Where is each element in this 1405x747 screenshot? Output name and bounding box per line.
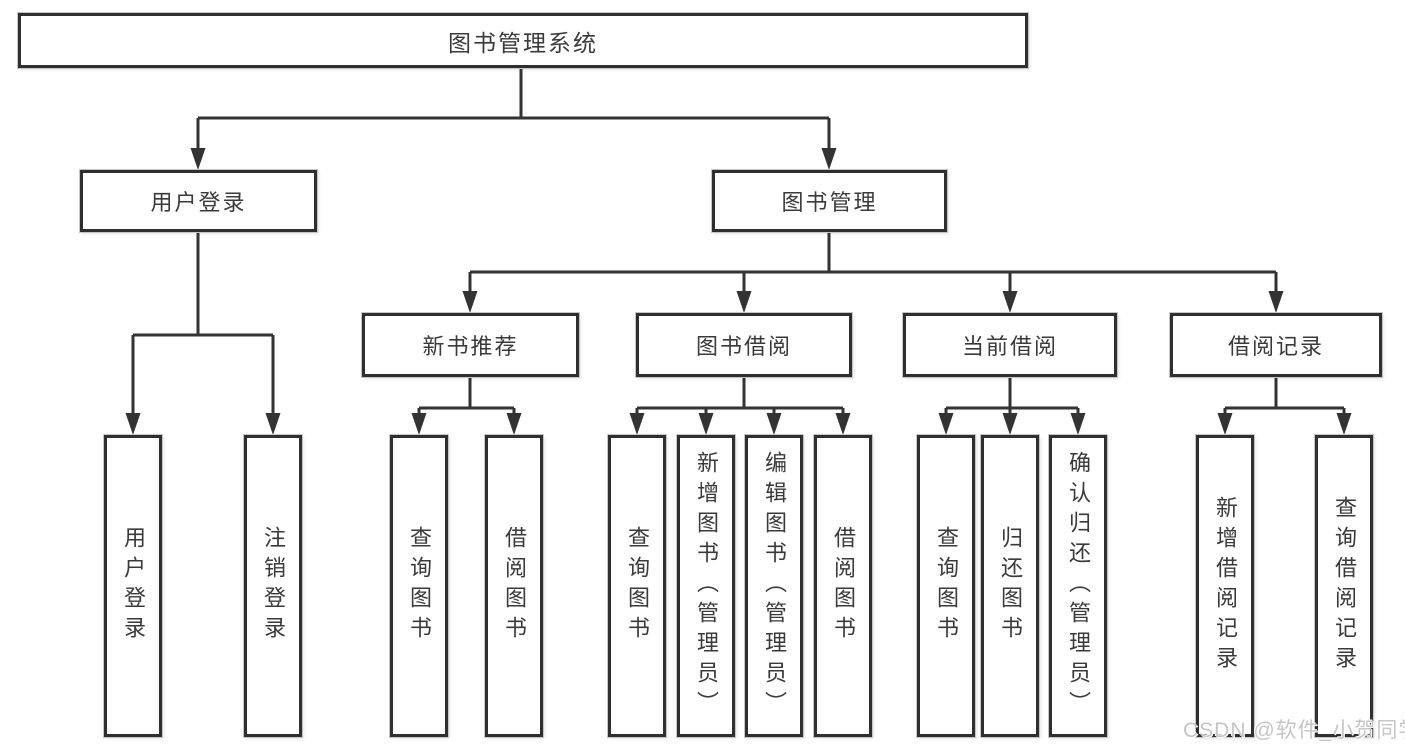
node-leaf-borrow-books: 借阅图书: [814, 435, 872, 737]
node-leaf-query-books-recommend: 查询图书: [390, 435, 448, 737]
node-root: 图书管理系统: [18, 13, 1028, 68]
connector-root: [196, 68, 831, 150]
node-leaf-edit-books-admin-label: 编辑图书（管理员）: [762, 451, 787, 721]
connector-borrow-records: [1223, 377, 1346, 414]
node-book-management: 图书管理: [712, 170, 947, 232]
connector-current-borrow: [944, 377, 1080, 414]
node-leaf-borrow-books-recommend-label: 借阅图书: [502, 526, 527, 646]
node-user-login-label: 用户登录: [150, 190, 247, 215]
node-leaf-user-login: 用户登录: [104, 435, 162, 737]
node-leaf-borrow-books-label: 借阅图书: [831, 526, 856, 646]
node-new-book-recommend: 新书推荐: [362, 313, 579, 377]
node-leaf-add-books-admin: 新增图书（管理员）: [677, 435, 735, 737]
node-borrow-records: 借阅记录: [1170, 313, 1382, 377]
node-book-borrow-label: 图书借阅: [695, 334, 792, 359]
node-leaf-user-login-label: 用户登录: [121, 526, 146, 646]
node-leaf-logout-label: 注销登录: [261, 526, 286, 646]
node-leaf-confirm-return-admin-label: 确认归还（管理员）: [1066, 451, 1091, 721]
connector-user-login: [131, 232, 275, 414]
node-leaf-edit-books-admin: 编辑图书（管理员）: [745, 435, 803, 737]
node-leaf-query-books-current-label: 查询图书: [934, 526, 959, 646]
node-leaf-add-borrow-record: 新增借阅记录: [1196, 435, 1254, 737]
node-leaf-borrow-books-recommend: 借阅图书: [485, 435, 543, 737]
node-leaf-query-borrow-record-label: 查询借阅记录: [1332, 496, 1357, 676]
node-borrow-records-label: 借阅记录: [1227, 334, 1324, 359]
node-leaf-add-borrow-record-label: 新增借阅记录: [1213, 496, 1238, 676]
node-book-management-label: 图书管理: [781, 190, 878, 215]
node-leaf-confirm-return-admin: 确认归还（管理员）: [1049, 435, 1107, 737]
arrowheads: [125, 148, 1352, 435]
node-leaf-return-books-label: 归还图书: [998, 526, 1023, 646]
node-current-borrow-label: 当前借阅: [961, 334, 1058, 359]
node-leaf-query-books-current: 查询图书: [917, 435, 975, 737]
connector-book-borrow: [635, 377, 845, 414]
node-book-borrow: 图书借阅: [636, 313, 852, 377]
node-leaf-return-books: 归还图书: [981, 435, 1039, 737]
node-user-login: 用户登录: [80, 170, 317, 232]
connector-book-management: [468, 232, 1278, 292]
node-leaf-query-books-recommend-label: 查询图书: [407, 526, 432, 646]
node-root-label: 图书管理系统: [448, 29, 598, 56]
node-leaf-logout: 注销登录: [244, 435, 302, 737]
node-current-borrow: 当前借阅: [903, 313, 1117, 377]
csdn-watermark: CSDN @软件_小贺同学: [1183, 719, 1405, 742]
node-leaf-add-books-admin-label: 新增图书（管理员）: [694, 451, 719, 721]
node-new-book-recommend-label: 新书推荐: [422, 334, 519, 359]
connector-new-book: [417, 377, 516, 414]
node-leaf-query-borrow-record: 查询借阅记录: [1315, 435, 1373, 737]
node-leaf-query-books-borrow: 查询图书: [608, 435, 666, 737]
node-leaf-query-books-borrow-label: 查询图书: [625, 526, 650, 646]
